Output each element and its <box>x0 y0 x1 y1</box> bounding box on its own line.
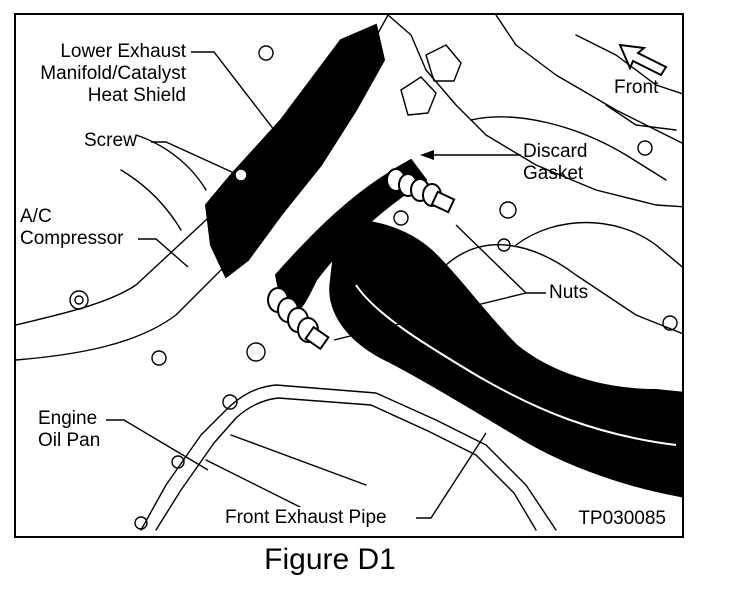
bolt <box>393 210 409 226</box>
figure-code: TP030085 <box>578 508 666 529</box>
upper-spring <box>386 168 456 214</box>
bolt <box>69 290 89 310</box>
oil-pan-inner <box>155 397 537 531</box>
oil-pan-rib <box>205 459 317 516</box>
bolt <box>258 45 274 61</box>
callout-ac-line2: Compressor <box>20 228 124 249</box>
callout-heat-shield-line2: Manifold/Catalyst <box>40 63 186 84</box>
mount-bracket-2 <box>425 44 462 82</box>
callout-front-exhaust-pipe: Front Exhaust Pipe <box>225 507 387 529</box>
callout-ac-compressor: A/C Compressor <box>20 206 123 250</box>
callout-engine-oil-pan: Engine Oil Pan <box>38 408 100 452</box>
bracket-outline-2 <box>605 104 677 131</box>
figure-caption: Figure D1 <box>264 543 396 576</box>
front-exhaust-pipe <box>329 218 682 498</box>
bolt <box>246 342 266 362</box>
bolt <box>499 201 517 219</box>
callout-discard-gasket: Discard Gasket <box>523 141 587 185</box>
callout-heat-shield: Lower Exhaust Manifold/Catalyst Heat Shi… <box>26 41 186 107</box>
bolt <box>171 455 185 469</box>
subframe-outline-3 <box>470 116 667 181</box>
callout-gasket-line1: Discard <box>523 141 588 162</box>
exhaust-pipe-highlight <box>355 284 677 446</box>
leader-front-exhaust-pipe <box>416 432 487 519</box>
block-rib <box>120 169 182 231</box>
figure-frame: Lower Exhaust Manifold/Catalyst Heat Shi… <box>14 13 684 538</box>
leader-heat-shield <box>191 51 279 136</box>
bolt <box>151 350 167 366</box>
leader-nuts-lower <box>333 292 527 341</box>
leader-screw <box>151 141 235 174</box>
block-rib-2 <box>135 134 207 191</box>
heat-shield <box>204 23 386 279</box>
transmission-case <box>515 221 682 268</box>
gasket-arrowhead <box>420 150 434 160</box>
leader-oil-pan <box>106 419 209 471</box>
callout-heat-shield-line3: Heat Shield <box>87 85 186 106</box>
heat-shield-screw <box>234 168 248 182</box>
callout-front: Front <box>614 77 659 98</box>
transmission-case-2 <box>445 244 682 335</box>
callout-ac-line1: A/C <box>20 206 52 227</box>
bolt <box>134 516 148 530</box>
oil-pan-rib-2 <box>230 434 367 486</box>
lower-spring <box>267 287 330 351</box>
leader-ac-compressor <box>138 238 189 268</box>
bolt <box>662 315 678 331</box>
subframe-outline-2 <box>495 15 682 144</box>
engine-block-outline-2 <box>16 224 257 361</box>
callout-heat-shield-line1: Lower Exhaust <box>60 41 186 62</box>
exhaust-illustration <box>16 15 682 531</box>
front-arrow-icon <box>618 43 668 77</box>
bolt <box>637 140 653 156</box>
callout-nuts: Nuts <box>549 282 589 303</box>
callout-gasket-line2: Gasket <box>523 163 584 184</box>
oil-pan-outline <box>140 384 557 531</box>
bolt <box>497 238 511 252</box>
bracket-outline <box>575 34 682 95</box>
mount-bracket <box>400 76 437 116</box>
callout-screw: Screw <box>84 130 137 151</box>
bolt <box>222 394 238 410</box>
exhaust-flange <box>274 158 428 317</box>
callout-oil-pan-line1: Engine <box>38 408 98 429</box>
subframe-outline <box>387 15 682 208</box>
callout-oil-pan-line2: Oil Pan <box>38 430 101 451</box>
